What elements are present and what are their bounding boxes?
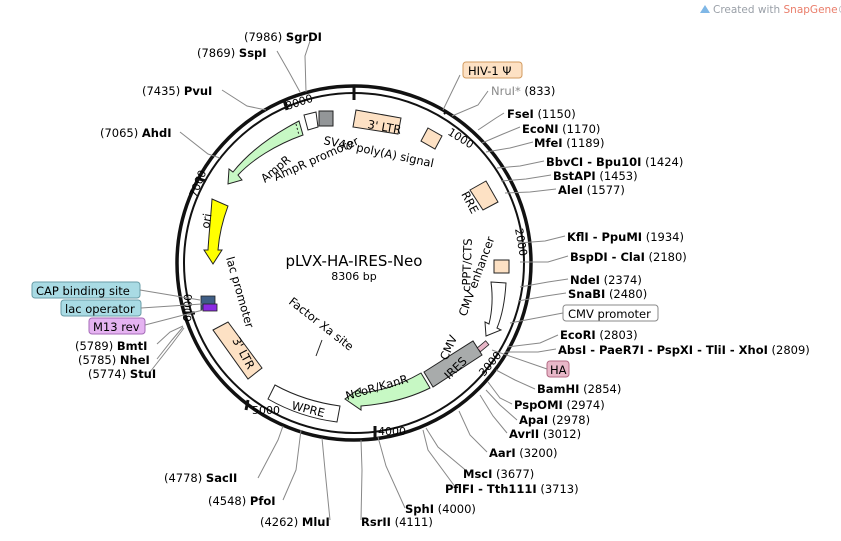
plasmid-size: 8306 bp — [331, 270, 376, 283]
cmv-promoter-label: CMV promoter — [568, 307, 651, 321]
feature-cppt-label: cPPT/CTS — [459, 238, 475, 292]
plasmid-name: pLVX-HA-IRES-Neo — [286, 252, 423, 270]
tick-label-5000: 5000 — [252, 404, 280, 417]
boxed-labels: HIV-1 Ψ CMV promoter HA CAP binding site… — [31, 61, 659, 378]
enzyme-leaders — [149, 40, 569, 521]
feature-cmv-promoter-arrow[interactable] — [484, 281, 507, 337]
tick-label-8000: 8000 — [284, 92, 315, 113]
feature-3ltr-top-label: 3' LTR — [366, 117, 402, 137]
enzyme-stui[interactable]: (5774) StuI — [88, 367, 156, 381]
enzyme-econi[interactable]: EcoNI (1170) — [522, 122, 600, 136]
enzyme-absi[interactable]: AbsI - PaeR7I - PspXI - TliI - XhoI (280… — [558, 343, 810, 357]
feature-wpre-label: WPRE — [290, 398, 326, 420]
enzyme-fsei[interactable]: FseI (1150) — [507, 107, 576, 121]
enzyme-bmti[interactable]: (5789) BmtI — [75, 339, 147, 353]
enzyme-snabi[interactable]: SnaBI (2480) — [568, 287, 647, 301]
ampr-junction — [295, 123, 300, 136]
m13-leader — [144, 309, 204, 326]
enzyme-apai[interactable]: ApaI (2978) — [519, 413, 590, 427]
tick-5000 — [244, 399, 250, 411]
feature-lac-promoter-label: lac promoter — [223, 255, 257, 330]
tick-1000 — [443, 111, 447, 115]
feature-ori-label: ori — [198, 212, 214, 229]
enzyme-bspdi[interactable]: BspDI - ClaI (2180) — [570, 250, 687, 264]
enzyme-ndei[interactable]: NdeI (2374) — [570, 273, 642, 287]
enzyme-pflfi[interactable]: PflFI - Tth111I (3713) — [445, 482, 579, 496]
enzyme-nrui[interactable]: NruI* (833) — [491, 84, 555, 98]
feature-ori[interactable] — [203, 198, 229, 265]
enzyme-sphi[interactable]: SphI (4000) — [405, 502, 476, 516]
enzyme-pspomi[interactable]: PspOMI (2974) — [514, 398, 605, 412]
enzyme-msci[interactable]: MscI (3677) — [463, 467, 534, 481]
enzyme-pvui[interactable]: (7435) PvuI — [142, 84, 212, 98]
hiv-psi-leader — [442, 74, 461, 111]
enzyme-bamhi[interactable]: BamHI (2854) — [537, 382, 621, 396]
feature-m13-block[interactable] — [202, 303, 218, 312]
enzyme-sgrdi[interactable]: (7986) SgrDI — [244, 30, 322, 44]
feature-neor-arrow[interactable] — [344, 372, 431, 411]
hiv-psi-label: HIV-1 Ψ — [468, 64, 511, 78]
enzyme-mlui[interactable]: (4262) MluI — [260, 515, 330, 529]
enzyme-alei[interactable]: AleI (1577) — [558, 183, 625, 197]
enzyme-sacii[interactable]: (4778) SacII — [164, 471, 237, 485]
tick-label-4000: 4000 — [378, 425, 406, 438]
feature-ha-block[interactable] — [476, 340, 490, 353]
enzyme-aari[interactable]: AarI (3200) — [489, 446, 558, 460]
watermark: Created with SnapGene® — [700, 4, 841, 16]
cmv-promoter-leader — [509, 312, 564, 324]
enzyme-bstapi[interactable]: BstAPI (1453) — [553, 169, 638, 183]
feature-rre[interactable] — [469, 180, 499, 211]
enzyme-mfei[interactable]: MfeI (1189) — [534, 136, 604, 150]
factor-xa-marker — [315, 339, 323, 357]
feature-cppt-box[interactable] — [493, 259, 510, 274]
feature-ampr-promoter[interactable] — [303, 111, 319, 131]
feature-hiv-psi-box[interactable] — [420, 127, 443, 150]
enzyme-labels: (7986) SgrDI (7869) SspI (7435) PvuI (70… — [75, 30, 810, 529]
hiv-psi-box[interactable] — [462, 61, 523, 79]
tick-8000 — [282, 99, 289, 111]
enzyme-bbvci[interactable]: BbvCI - Bpu10I (1424) — [546, 155, 683, 169]
tick-label-7000: 7000 — [187, 168, 210, 199]
enzyme-rsrii[interactable]: RsrII (4111) — [361, 515, 433, 529]
factor-xa-label: Factor Xa site — [286, 294, 356, 353]
enzyme-nhei[interactable]: (5785) NheI — [78, 353, 150, 367]
feature-3ltr-top[interactable] — [352, 109, 402, 135]
cap-leader — [139, 289, 201, 301]
feature-ampr-arrow[interactable] — [227, 120, 304, 185]
feature-3ltr-bottom[interactable] — [212, 321, 263, 380]
enzyme-avrii[interactable]: AvrII (3012) — [509, 427, 581, 441]
m13-rev-box[interactable] — [88, 317, 146, 335]
tick-label-2000: 2000 — [512, 227, 530, 257]
m13-rev-label: M13 rev — [93, 320, 140, 334]
enzyme-ecori[interactable]: EcoRI (2803) — [560, 328, 638, 342]
cap-binding-label: CAP binding site — [36, 284, 130, 298]
enzyme-kfli[interactable]: KflI - PpuMI (1934) — [567, 230, 684, 244]
snapgene-logo-icon — [700, 5, 710, 13]
lac-operator-leader — [140, 303, 203, 309]
enzyme-ahdi[interactable]: (7065) AhdI — [100, 126, 172, 140]
watermark-text: Created with SnapGene® — [713, 4, 841, 16]
lac-operator-label: lac operator — [65, 302, 135, 316]
enzyme-pfoi[interactable]: (4548) PfoI — [208, 494, 276, 508]
feature-ires[interactable] — [423, 340, 483, 388]
tick-7000 — [195, 176, 207, 183]
enzyme-sspi[interactable]: (7869) SspI — [197, 46, 267, 60]
ha-label: HA — [550, 363, 567, 377]
feature-wpre[interactable] — [267, 384, 341, 423]
ha-leader — [491, 349, 548, 370]
feature-sv40-box[interactable] — [318, 110, 334, 127]
